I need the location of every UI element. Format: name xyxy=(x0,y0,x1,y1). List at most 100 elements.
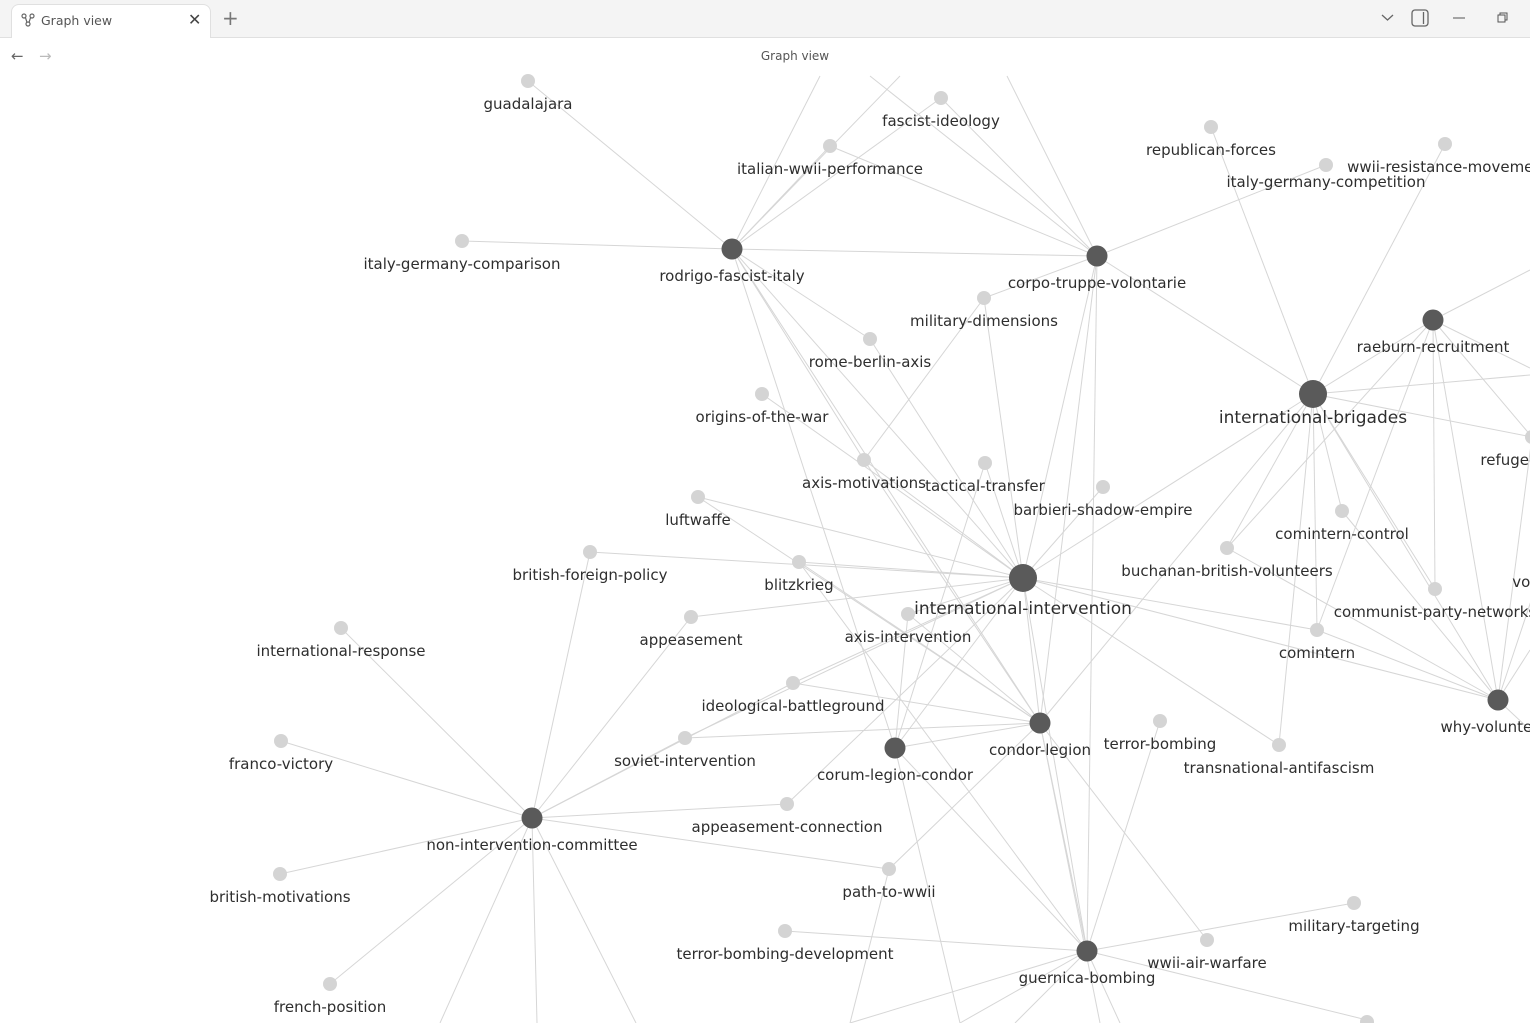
graph-node-appeasement[interactable]: appeasement xyxy=(640,610,743,649)
node-circle[interactable] xyxy=(977,291,991,305)
graph-node-barbieri-shadow-empire[interactable]: barbieri-shadow-empire xyxy=(1013,480,1193,519)
node-circle[interactable] xyxy=(273,867,287,881)
node-circle[interactable] xyxy=(1153,714,1167,728)
node-circle[interactable] xyxy=(521,807,543,829)
graph-node-comintern-control[interactable]: comintern-control xyxy=(1275,504,1409,543)
node-circle[interactable] xyxy=(323,977,337,991)
sidebar-toggle-icon[interactable] xyxy=(1411,9,1429,27)
minimize-icon[interactable] xyxy=(1453,17,1465,19)
node-circle[interactable] xyxy=(1076,940,1098,962)
graph-node-guernica-bombing[interactable]: guernica-bombing xyxy=(1019,940,1156,988)
graph-node-italy-germany-comparison[interactable]: italy-germany-comparison xyxy=(363,234,561,273)
graph-node-italy-germany-competition[interactable]: italy-germany-competition xyxy=(1227,158,1426,191)
graph-node-republican-forces[interactable]: republican-forces xyxy=(1146,120,1276,159)
graph-node-french-position[interactable]: french-position xyxy=(274,977,386,1016)
graph-node-axis-motivations[interactable]: axis-motivations xyxy=(802,453,926,492)
graph-node-terror-bombing[interactable]: terror-bombing xyxy=(1104,714,1217,753)
node-circle[interactable] xyxy=(863,332,877,346)
graph-node-international-response[interactable]: international-response xyxy=(256,621,426,660)
node-circle[interactable] xyxy=(1487,689,1509,711)
node-circle[interactable] xyxy=(1525,430,1530,444)
node-circle[interactable] xyxy=(1438,137,1452,151)
graph-node-comintern[interactable]: comintern xyxy=(1279,623,1355,662)
graph-node[interactable] xyxy=(1360,1015,1374,1023)
graph-node-raeburn-recruitment[interactable]: raeburn-recruitment xyxy=(1357,309,1510,357)
node-circle[interactable] xyxy=(1220,541,1234,555)
node-circle[interactable] xyxy=(334,621,348,635)
node-circle[interactable] xyxy=(1335,504,1349,518)
node-circle[interactable] xyxy=(882,862,896,876)
graph-node-rome-berlin-axis[interactable]: rome-berlin-axis xyxy=(809,332,932,371)
graph-node-international-intervention[interactable]: international-intervention xyxy=(914,564,1132,619)
node-circle[interactable] xyxy=(901,607,915,621)
graph-node-blitzkrieg[interactable]: blitzkrieg xyxy=(764,555,834,594)
node-circle[interactable] xyxy=(1422,309,1444,331)
node-circle[interactable] xyxy=(678,731,692,745)
node-circle[interactable] xyxy=(1310,623,1324,637)
node-circle[interactable] xyxy=(978,456,992,470)
node-circle[interactable] xyxy=(1319,158,1333,172)
graph-node-appeasement-connection[interactable]: appeasement-connection xyxy=(692,797,883,836)
graph-node-corpo-truppe-volontarie[interactable]: corpo-truppe-volontarie xyxy=(1008,245,1186,293)
arrow-left-icon[interactable]: ← xyxy=(11,47,24,65)
graph-canvas[interactable]: guadalajara fascist-ideology italian-wwii-… xyxy=(0,38,1530,1023)
graph-node-communist-party-networks[interactable]: communist-party-networks xyxy=(1334,582,1530,621)
graph-node-soviet-intervention[interactable]: soviet-intervention xyxy=(614,731,756,770)
chevron-down-icon[interactable] xyxy=(1381,13,1394,23)
node-circle[interactable] xyxy=(1204,120,1218,134)
graph-node-fascist-ideology[interactable]: fascist-ideology xyxy=(882,91,1000,130)
node-circle[interactable] xyxy=(823,139,837,153)
restore-icon[interactable] xyxy=(1497,12,1509,24)
node-circle[interactable] xyxy=(521,74,535,88)
graph-node-origins-of-the-war[interactable]: origins-of-the-war xyxy=(696,387,830,426)
node-circle[interactable] xyxy=(721,238,743,260)
node-circle[interactable] xyxy=(691,490,705,504)
graph-node-british-motivations[interactable]: british-motivations xyxy=(209,867,351,906)
graph-node-franco-victory[interactable]: franco-victory xyxy=(229,734,333,773)
graph-node-italian-wwii-performance[interactable]: italian-wwii-performance xyxy=(737,139,923,178)
graph-node-luftwaffe[interactable]: luftwaffe xyxy=(665,490,731,529)
graph-node-rodrigo-fascist-italy[interactable]: rodrigo-fascist-italy xyxy=(659,238,805,286)
graph-node-military-targeting[interactable]: military-targeting xyxy=(1288,896,1420,935)
node-circle[interactable] xyxy=(1299,380,1327,408)
graph-node-axis-intervention[interactable]: axis-intervention xyxy=(845,607,972,646)
node-circle[interactable] xyxy=(274,734,288,748)
node-circle[interactable] xyxy=(1086,245,1108,267)
graph-node-wwii-air-warfare[interactable]: wwii-air-warfare xyxy=(1147,933,1267,972)
graph-node-volunteers[interactable]: voluntee xyxy=(1512,552,1530,591)
tab-graph-view[interactable]: Graph view ✕ xyxy=(11,4,211,38)
graph-node-tactical-transfer[interactable]: tactical-transfer xyxy=(925,456,1046,495)
node-circle[interactable] xyxy=(780,797,794,811)
arrow-right-icon[interactable]: → xyxy=(39,47,52,65)
graph-node-transnational-antifascism[interactable]: transnational-antifascism xyxy=(1184,738,1375,777)
node-circle[interactable] xyxy=(1096,480,1110,494)
node-circle[interactable] xyxy=(455,234,469,248)
graph-node-guadalajara[interactable]: guadalajara xyxy=(483,74,573,113)
graph-node-international-brigades[interactable]: international-brigades xyxy=(1219,380,1407,428)
graph-node-condor-legion[interactable]: condor-legion xyxy=(989,712,1091,760)
node-circle[interactable] xyxy=(778,924,792,938)
plus-icon[interactable]: + xyxy=(222,6,239,30)
graph-node-buchanan-british-volunteers[interactable]: buchanan-british-volunteers xyxy=(1121,541,1333,580)
graph-node-ideological-battleground[interactable]: ideological-battleground xyxy=(701,676,885,715)
node-circle[interactable] xyxy=(684,610,698,624)
graph-node-terror-bombing-development[interactable]: terror-bombing-development xyxy=(676,924,894,963)
node-circle[interactable] xyxy=(755,387,769,401)
node-circle[interactable] xyxy=(1029,712,1051,734)
node-circle[interactable] xyxy=(792,555,806,569)
graph-node-military-dimensions[interactable]: military-dimensions xyxy=(910,291,1058,330)
graph-node-wwii-resistance-movement[interactable]: wwii-resistance-movemen xyxy=(1347,137,1530,176)
node-circle[interactable] xyxy=(884,737,906,759)
node-circle[interactable] xyxy=(857,453,871,467)
graph-node-non-intervention-committee[interactable]: non-intervention-committee xyxy=(426,807,638,855)
node-circle[interactable] xyxy=(786,676,800,690)
node-circle[interactable] xyxy=(1428,582,1442,596)
graph-node-british-foreign-policy[interactable]: british-foreign-policy xyxy=(513,545,668,584)
node-circle[interactable] xyxy=(1272,738,1286,752)
node-circle[interactable] xyxy=(1200,933,1214,947)
graph-node-path-to-wwii[interactable]: path-to-wwii xyxy=(842,862,936,901)
node-circle[interactable] xyxy=(1009,564,1037,592)
close-icon[interactable]: ✕ xyxy=(188,10,202,29)
node-circle[interactable] xyxy=(583,545,597,559)
graph-node-corum-legion-condor[interactable]: corum-legion-condor xyxy=(817,737,974,785)
